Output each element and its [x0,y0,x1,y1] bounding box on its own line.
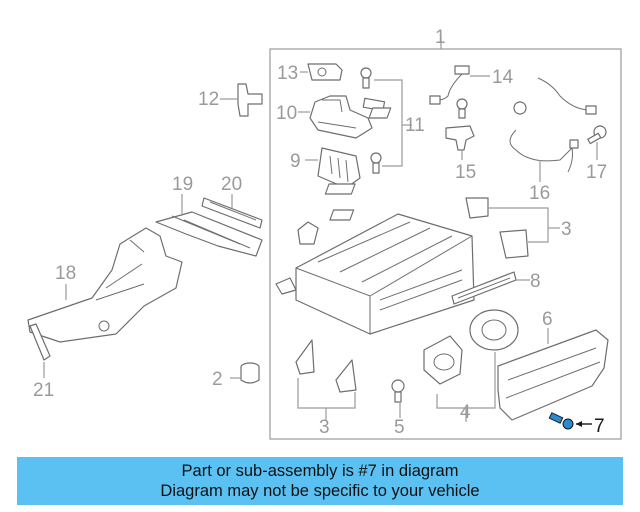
callout-4: 4 [460,402,471,423]
part-17[interactable] [587,125,607,160]
pad-3 [368,107,392,119]
assembly-frame [269,48,622,440]
part-4[interactable] [423,309,519,422]
banner-line-1: Part or sub-assembly is #7 in diagram [181,462,459,480]
part-14[interactable] [429,65,490,105]
main-module[interactable] [275,213,475,335]
parts-diagram: 1 2 3 3 4 5 6 7 8 9 10 11 12 13 14 15 16… [27,27,622,440]
part-6[interactable] [497,328,609,421]
info-banner: Part or sub-assembly is #7 in diagram Di… [17,457,623,505]
part-8[interactable] [451,271,530,305]
part-3[interactable] [465,197,560,259]
callout-8: 8 [530,271,541,292]
bolt-lower[interactable] [370,152,382,174]
part-21[interactable] [29,323,51,378]
part-15[interactable] [445,125,475,160]
callout-17: 17 [586,162,607,183]
part-19[interactable] [155,194,263,257]
part-9[interactable] [305,147,361,189]
part-16[interactable] [509,77,597,182]
callout-2: 2 [212,369,223,390]
part-13[interactable] [300,63,343,81]
bolt-14[interactable] [456,98,468,119]
part-12[interactable] [220,83,263,117]
pad-2 [329,209,355,221]
nut-part[interactable] [513,101,527,115]
pad-1 [324,183,356,195]
callout-10: 10 [276,103,297,124]
callout-12: 12 [198,89,219,110]
callout-21: 21 [33,380,54,401]
part-2[interactable] [230,362,260,384]
callout-20: 20 [221,174,242,195]
part-10[interactable] [298,95,386,139]
callout-18: 18 [55,263,76,284]
part-7[interactable] [548,412,592,430]
callout-7: 7 [594,416,605,437]
callout-6: 6 [542,309,553,330]
callout-3: 3 [561,219,572,240]
callout-19: 19 [172,174,193,195]
callout-3-lower: 3 [319,417,330,438]
callout-16: 16 [529,183,550,204]
part-3-lower[interactable] [295,339,357,420]
part-20[interactable] [201,194,263,229]
callout-14: 14 [492,67,514,88]
bolt-upper[interactable] [360,67,372,89]
part-18[interactable] [27,227,183,343]
callout-15: 15 [455,162,476,183]
callout-11: 11 [405,115,425,136]
callout-1: 1 [435,27,446,48]
callout-9: 9 [290,151,301,172]
part-5[interactable] [391,379,405,418]
callout-13: 13 [277,63,298,84]
banner-line-2: Diagram may not be specific to your vehi… [160,482,480,500]
callout-5: 5 [394,417,405,438]
